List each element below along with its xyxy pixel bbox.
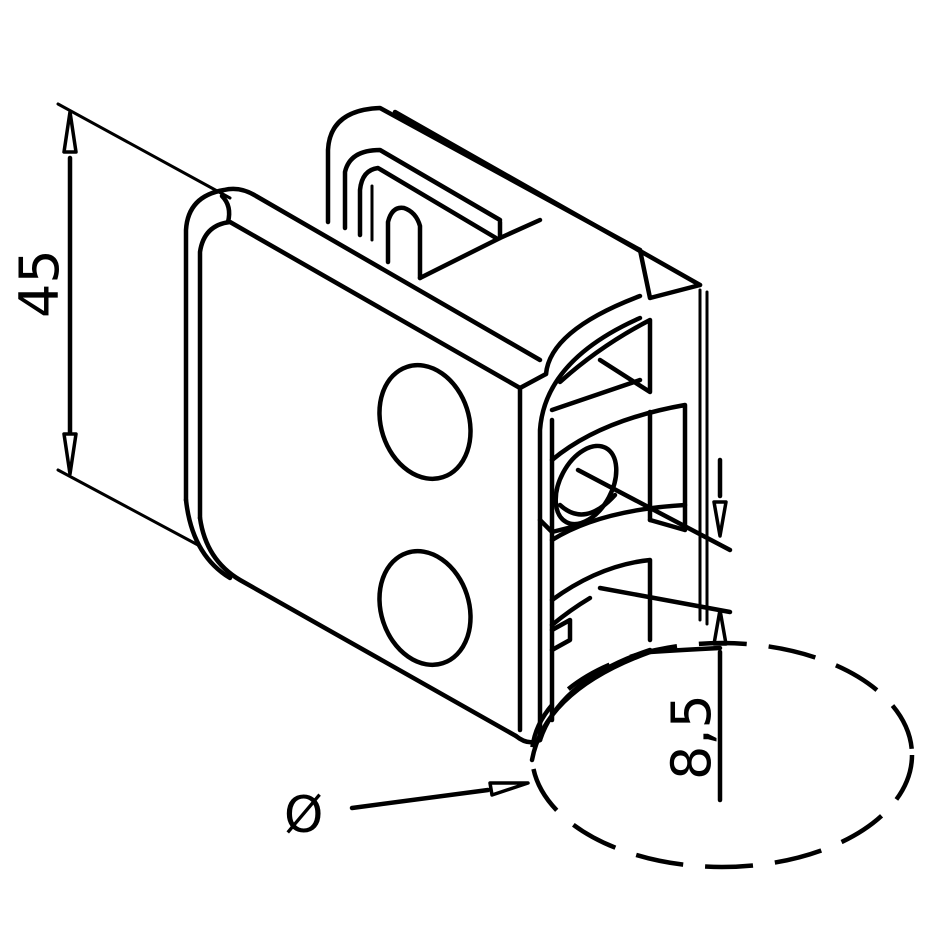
arrow-right-icon — [488, 781, 530, 797]
bolt-hole-lower — [377, 548, 473, 668]
extension-line-top — [56, 102, 232, 200]
back-jaw — [325, 105, 709, 626]
tube-diameter: Ø — [284, 640, 915, 870]
arrow-down-icon — [712, 500, 728, 538]
height-dimension: 45 — [8, 102, 232, 547]
bolt-hole-upper — [377, 362, 473, 482]
front-plate — [183, 186, 549, 745]
arrow-up-icon — [712, 608, 728, 646]
arrow-down-icon — [62, 432, 78, 476]
tube-outline — [529, 640, 915, 870]
diameter-leader — [349, 787, 491, 811]
arrow-up-icon — [62, 110, 78, 154]
screw-hole — [553, 443, 619, 527]
height-label: 45 — [8, 249, 71, 318]
gap-label: 8,5 — [660, 694, 723, 780]
diameter-symbol: Ø — [284, 786, 323, 844]
extension-line-bottom — [56, 468, 200, 547]
gap-dimension: 8,5 — [660, 457, 728, 803]
